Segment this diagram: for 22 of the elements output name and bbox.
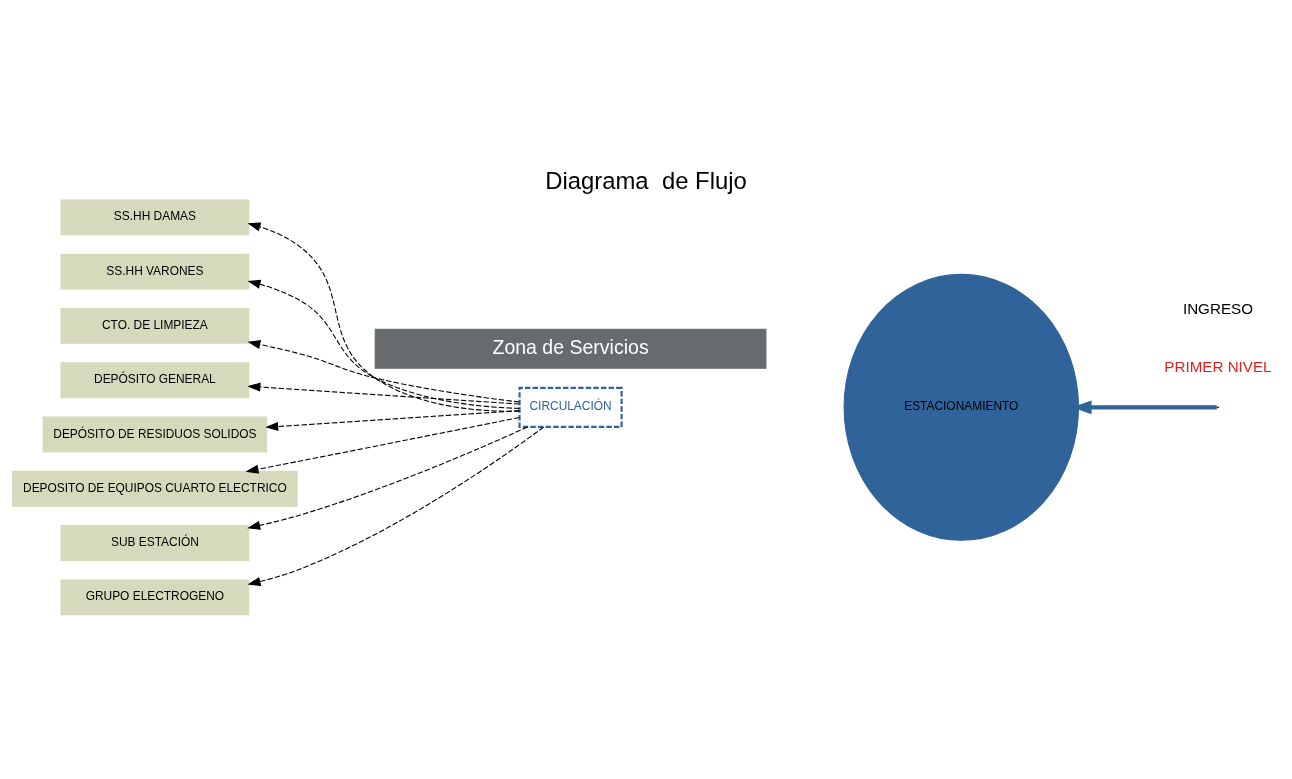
label: PRIMER NIVEL [1164,357,1272,375]
diagram-title: Diagrama de Flujo [545,166,747,194]
arrow [247,426,545,586]
node-ellipse: ESTACIONAMIENTO [843,273,1080,541]
arrow [247,382,520,405]
node-box: DEPOSITO DE EQUIPOS CUARTO ELECTRICO [12,470,298,507]
node-box: GRUPO ELECTROGENO [60,578,250,615]
node-box: DEPÓSITO GENERAL [60,361,250,398]
label: INGRESO [1182,299,1253,317]
arrow [247,279,520,409]
node-box: SS.HH VARONES [60,253,250,290]
node-box: SUB ESTACIÓN [60,524,250,561]
node-box: Zona de Servicios [374,328,767,369]
arrow [247,339,520,403]
arrow [265,409,520,431]
arrow [247,425,528,530]
arrow [247,221,520,412]
node-box: CIRCULACIÓN [518,386,623,428]
arrow [245,416,520,474]
node-box: DEPÓSITO DE RESIDUOS SOLIDOS [42,416,268,452]
node-box: SS.HH DAMAS [60,199,250,235]
node-box: CTO. DE LIMPIEZA [60,307,250,344]
